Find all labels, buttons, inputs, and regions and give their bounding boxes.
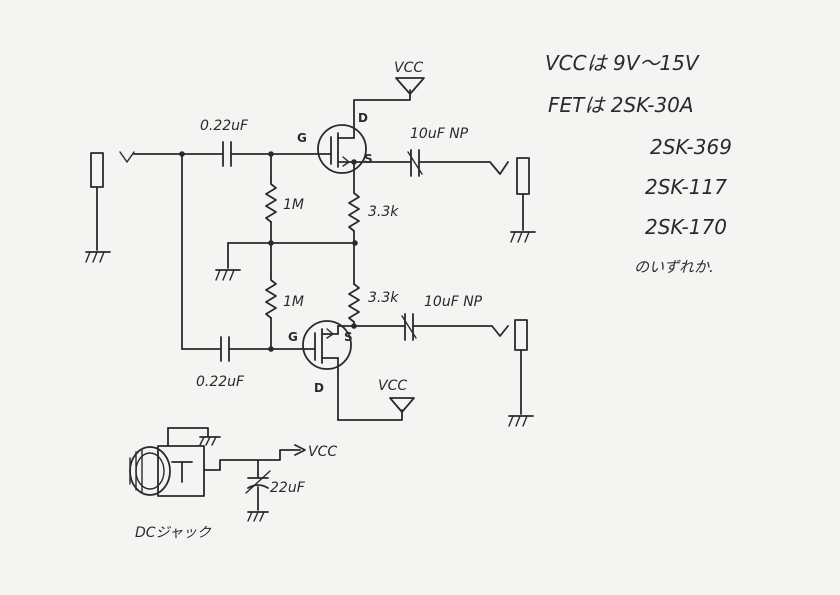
dc-jack: [129, 427, 221, 497]
r-source-bottom-label: 3.3k: [368, 290, 399, 306]
wire: [268, 317, 274, 352]
pin-drain-label: D: [358, 111, 368, 125]
c-input-bottom-label: 0.22uF: [196, 374, 245, 390]
pin-drain-label: D: [314, 381, 324, 395]
capacitor-output-top: [407, 149, 423, 177]
ground-symbol: [247, 511, 269, 522]
vcc-top-label: VCC: [394, 60, 423, 76]
capacitor-input-top: [222, 141, 232, 167]
note-fet-alt: 2SK-369: [650, 135, 732, 159]
c-input-top-label: 0.22uF: [200, 118, 249, 134]
output-jack-bottom: [514, 319, 528, 415]
input-jack: [90, 151, 135, 251]
wire: [227, 221, 358, 281]
fet-top: [311, 105, 367, 194]
wire: [353, 89, 411, 107]
wire: [337, 409, 403, 421]
capacitor-supply: [245, 470, 271, 511]
ground-symbol: [215, 269, 241, 281]
vcc-bottom-label: VCC: [378, 378, 407, 394]
wire: [351, 159, 411, 165]
fet-bottom: [302, 320, 352, 421]
resistor-source-bottom: [348, 283, 360, 327]
pin-source-label: S: [364, 152, 373, 166]
note-fet-alt: 2SK-117: [645, 175, 727, 199]
pin-gate-label: G: [297, 131, 307, 145]
wire: [418, 161, 509, 175]
r-source-top-label: 3.3k: [368, 204, 399, 220]
vcc-jack-label: VCC: [308, 444, 337, 460]
wire: [412, 325, 509, 337]
note-fet-header: FETは 2SK-30A: [548, 93, 694, 117]
c-output-top-label: 10uF NP: [410, 126, 469, 142]
note-fet-alt: 2SK-170: [645, 215, 727, 239]
note-vcc-range: VCCは 9V〜15V: [545, 51, 700, 75]
output-jack-top: [516, 157, 530, 231]
resistor-gate-bottom: [265, 279, 277, 319]
ground-symbol: [199, 436, 221, 446]
r-gate-top-label: 1M: [283, 197, 304, 213]
resistor-gate-top: [265, 183, 277, 223]
c-output-bottom-label: 10uF NP: [424, 294, 483, 310]
wire: [337, 323, 405, 329]
capacitor-input-bottom: [220, 336, 230, 362]
vcc-symbol-bottom: [389, 397, 415, 413]
ground-symbol: [85, 251, 111, 263]
vcc-symbol-top: [395, 77, 425, 95]
r-gate-bottom-label: 1M: [283, 294, 304, 310]
dc-jack-label: DCジャック: [135, 525, 212, 541]
wire: [230, 151, 313, 185]
ground-symbol: [510, 231, 536, 243]
wire: [133, 151, 223, 350]
resistor-source-top: [348, 192, 360, 285]
ground-symbol: [508, 415, 534, 427]
wire: [219, 444, 306, 479]
pin-gate-label: G: [288, 330, 298, 344]
note-either: のいずれか.: [634, 258, 714, 276]
pin-source-label: S: [344, 330, 353, 344]
capacitor-output-bottom: [401, 313, 417, 341]
c-supply-label: 22uF: [270, 480, 306, 496]
